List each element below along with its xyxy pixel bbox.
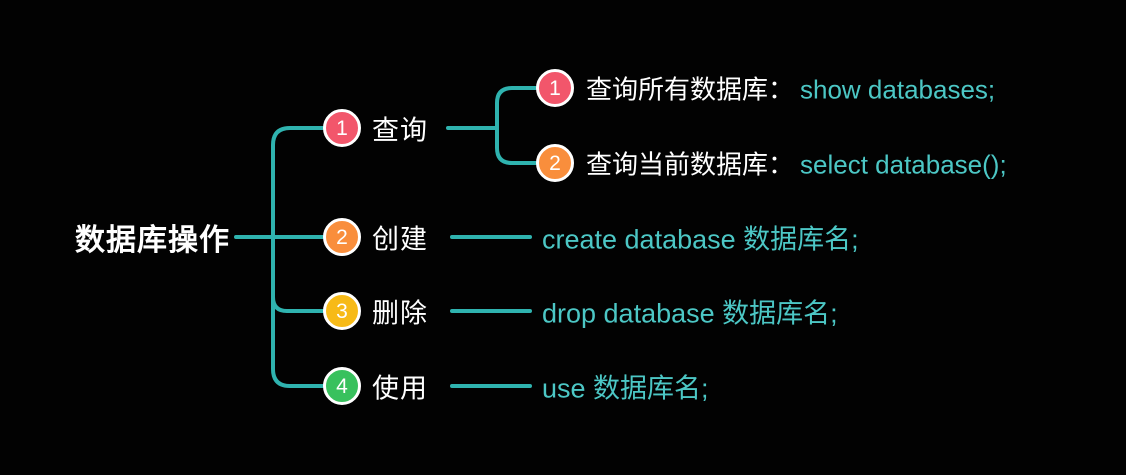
branch2-number-badge-icon: 2 xyxy=(323,218,361,256)
branch4-number-badge-icon: 4 xyxy=(323,367,361,405)
trunk-line xyxy=(271,126,325,388)
branch3-sql-code[interactable]: drop database 数据库名; xyxy=(542,298,838,329)
branch1-number-badge-icon: 1 xyxy=(323,109,361,147)
sub2-number-badge-icon: 2 xyxy=(536,144,574,182)
sub1-sql-code: show databases; xyxy=(800,74,996,105)
branch4-sql-code[interactable]: use 数据库名; xyxy=(542,373,709,404)
sub1-node-show-databases[interactable]: 查询所有数据库：show databases; xyxy=(586,70,995,107)
root-node[interactable]: 数据库操作 xyxy=(75,224,230,257)
branch3-number-badge-icon: 3 xyxy=(323,292,361,330)
sub2-node-select-database[interactable]: 查询当前数据库：select database(); xyxy=(586,145,1007,182)
branch4-node-use[interactable]: 使用 xyxy=(372,373,428,404)
branch2-sql-code[interactable]: create database 数据库名; xyxy=(542,224,859,255)
sub1-number-badge-icon: 1 xyxy=(536,69,574,107)
branch2-node-create[interactable]: 创建 xyxy=(372,224,428,255)
branch3-stub xyxy=(271,295,325,313)
branch1-node-query[interactable]: 查询 xyxy=(372,115,428,146)
sub2-sql-code: select database(); xyxy=(800,149,1007,180)
sub2-description: 查询当前数据库： xyxy=(586,149,795,180)
query-children-bracket xyxy=(495,86,538,165)
branch3-node-delete[interactable]: 删除 xyxy=(372,298,428,329)
sub1-description: 查询所有数据库： xyxy=(586,74,795,105)
